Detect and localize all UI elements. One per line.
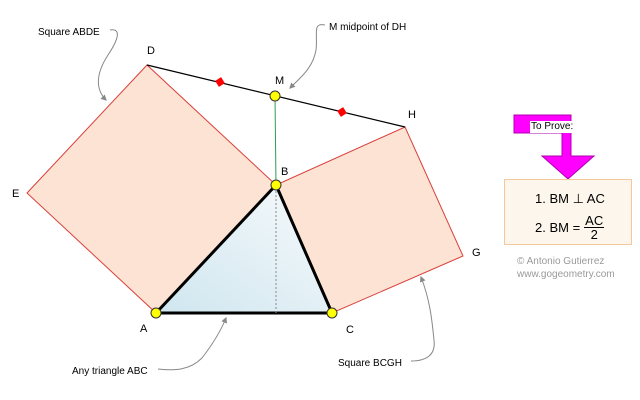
- label-a: A: [140, 323, 148, 335]
- label-b: B: [281, 166, 288, 178]
- point-m[interactable]: [269, 90, 281, 102]
- label-c: C: [346, 324, 354, 336]
- point-c[interactable]: [326, 307, 338, 319]
- fraction: AC 2: [584, 213, 605, 242]
- annotation-square-abde: Square ABDE: [38, 27, 100, 38]
- to-prove-label: To Prove:: [530, 121, 575, 133]
- callout-arrow-triangle: [157, 316, 228, 371]
- prove-statement-2-prefix: 2. BM =: [535, 220, 581, 235]
- fraction-numerator: AC: [584, 213, 605, 228]
- fraction-denominator: 2: [590, 227, 598, 242]
- label-e: E: [12, 188, 19, 200]
- label-m: M: [275, 75, 284, 87]
- callout-arrow-midpoint: [289, 24, 326, 89]
- prove-statement-1: 1. BM ⊥ AC: [535, 191, 605, 206]
- tick-mark-dm: [215, 77, 225, 87]
- to-prove-box: 1. BM ⊥ AC 2. BM = AC 2: [504, 179, 632, 245]
- annotation-midpoint: M midpoint of DH: [329, 22, 406, 33]
- callout-arrow-square-bcgh: [410, 275, 435, 362]
- callout-arrow-square-abde: [97, 29, 118, 101]
- triangle-abc: [154, 183, 334, 315]
- credit-site[interactable]: www.gogeometry.com: [517, 269, 615, 280]
- credit: © Antonio Gutierrez www.gogeometry.com: [517, 255, 615, 281]
- label-g: G: [472, 247, 481, 259]
- credit-author: © Antonio Gutierrez: [517, 256, 605, 267]
- label-d: D: [147, 45, 155, 57]
- label-h: H: [408, 109, 416, 121]
- point-a[interactable]: [150, 307, 162, 319]
- annotation-triangle: Any triangle ABC: [72, 366, 148, 377]
- annotation-square-bcgh: Square BCGH: [338, 358, 402, 369]
- tick-mark-mh: [337, 107, 347, 117]
- prove-statement-2: 2. BM = AC 2: [535, 213, 605, 242]
- segment-bm: [274, 95, 277, 186]
- point-b[interactable]: [270, 179, 282, 191]
